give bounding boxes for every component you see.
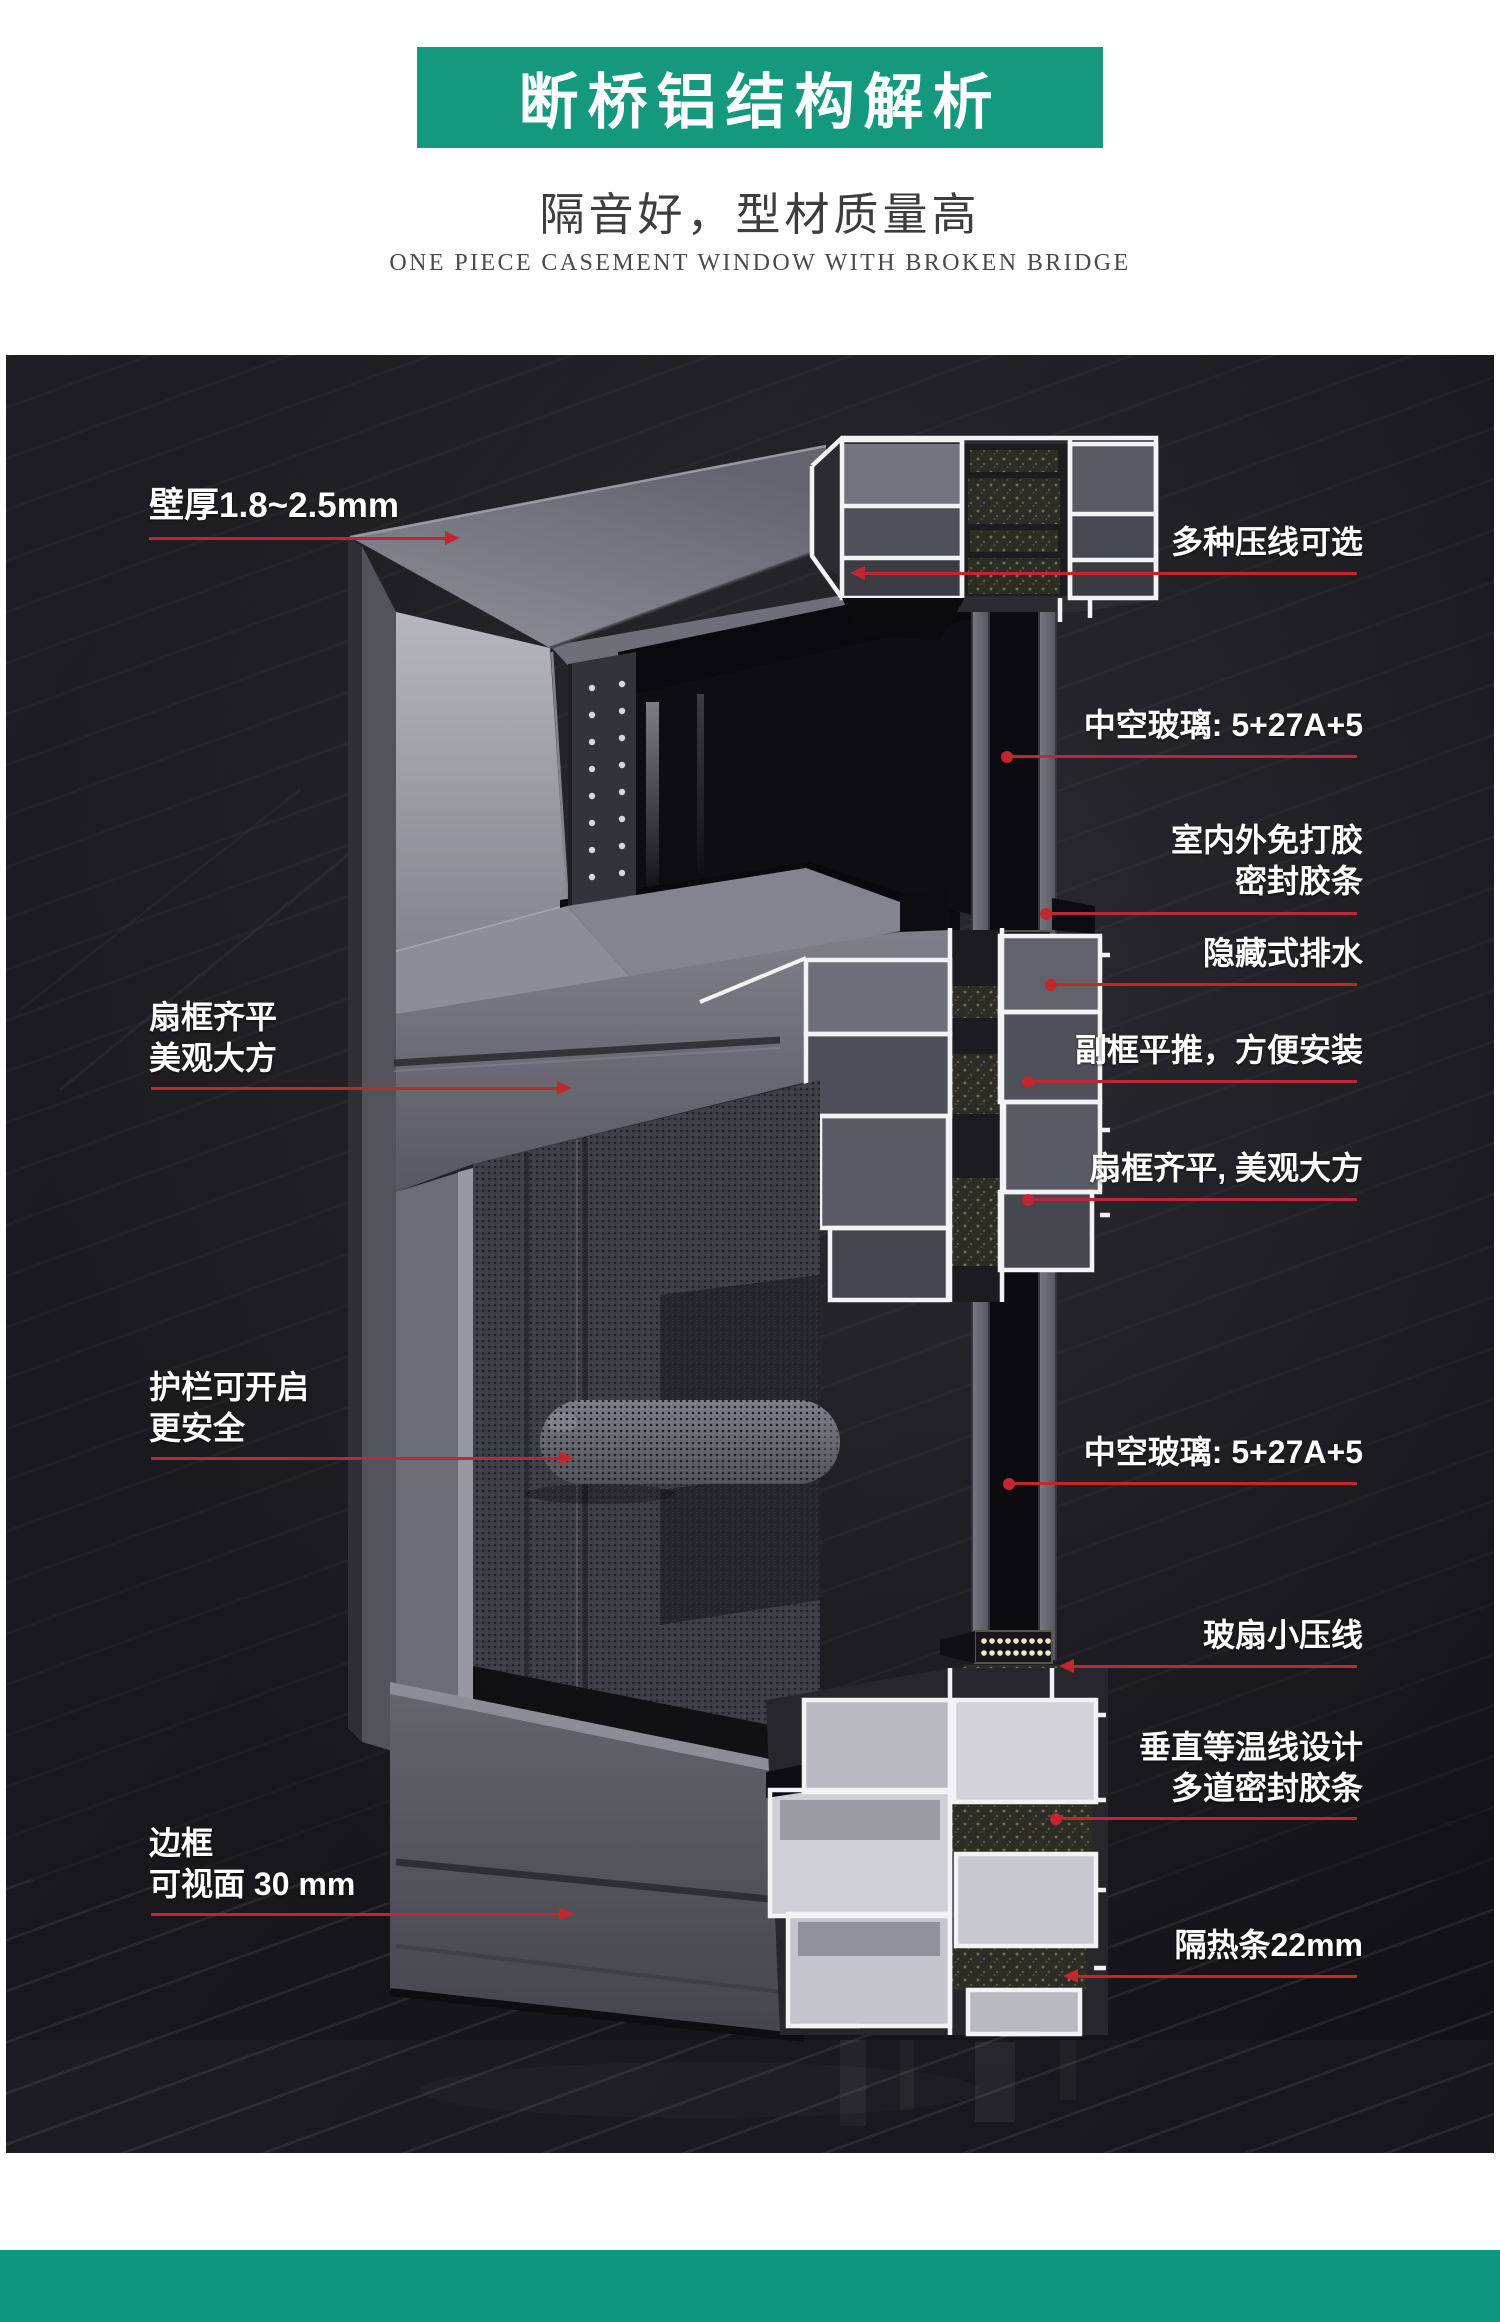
callout-line-glass-sash-bead (1059, 1659, 1357, 1673)
frame-left-jamb-and-lintel (348, 444, 987, 1752)
floor-reflections (840, 2040, 1076, 2126)
illustration-stage: 壁厚1.8~2.5mm 扇框齐平 美观大方 护栏可开启 更安全 边框 可视面 3… (6, 355, 1494, 2153)
subtitle: 隔音好，型材质量高 (539, 189, 981, 240)
callout-line-subframe-push (1022, 1075, 1357, 1088)
callout-line-isotherm-seals (1050, 1812, 1357, 1825)
footer-green-band (0, 2250, 1500, 2322)
callout-glass-sash-bead: 玻扇小压线 (1202, 1617, 1363, 1653)
callout-subframe-push: 副框平推，方便安装 (1074, 1032, 1363, 1068)
glass-spacer-perforations-left (588, 680, 626, 881)
callout-line-guardrail (151, 1451, 574, 1465)
mesh-screen (473, 1080, 840, 1778)
mid-profile-section (699, 886, 1110, 1303)
callout-line-sash-flush-right (1022, 1193, 1357, 1206)
callout-guardrail: 护栏可开启 更安全 (149, 1369, 310, 1446)
caption-english: ONE PIECE CASEMENT WINDOW WITH BROKEN BR… (389, 250, 1131, 276)
top-profile-section (809, 435, 1159, 640)
callout-no-glue-seal: 室内外免打胶 密封胶条 (1170, 822, 1363, 899)
callout-sash-flush-left: 扇框齐平 美观大方 (149, 999, 278, 1076)
callout-isotherm-seals: 垂直等温线设计 多道密封胶条 (1138, 1729, 1363, 1806)
callout-line-pressing-line-options (850, 566, 1357, 580)
bottom-profile-section (766, 1668, 1108, 2037)
callout-hidden-drainage: 隐藏式排水 (1202, 935, 1363, 971)
callout-line-thermal-break-strip (1063, 1969, 1357, 1983)
callout-pressing-line-options: 多种压线可选 (1170, 524, 1363, 560)
callout-line-frame-visible-face (151, 1907, 574, 1921)
page-title: 断桥铝结构解析 (518, 68, 1002, 138)
callout-sash-flush-right: 扇框齐平, 美观大方 (1089, 1150, 1363, 1186)
title-banner: 断桥铝结构解析 (417, 47, 1103, 148)
callout-wall-thickness: 壁厚1.8~2.5mm (149, 486, 399, 525)
callout-thermal-break-strip: 隔热条22mm (1174, 1927, 1363, 1963)
transom-faces (393, 868, 950, 1752)
callout-line-wall-thickness (149, 531, 460, 545)
callout-line-hidden-drainage (1045, 978, 1357, 991)
callout-line-insulated-glass-bottom (1003, 1477, 1357, 1490)
callout-insulated-glass-bottom: 中空玻璃: 5+27A+5 (1083, 1434, 1363, 1470)
bottom-frame-beam (389, 1682, 805, 2042)
window-cutaway-illustration (6, 355, 1494, 2153)
callout-frame-visible-face: 边框 可视面 30 mm (149, 1825, 356, 1902)
callout-insulated-glass-top: 中空玻璃: 5+27A+5 (1083, 707, 1363, 743)
callout-line-sash-flush-left (151, 1081, 572, 1095)
callout-line-insulated-glass-top (1001, 750, 1357, 763)
callout-line-no-glue-seal (1040, 907, 1357, 920)
